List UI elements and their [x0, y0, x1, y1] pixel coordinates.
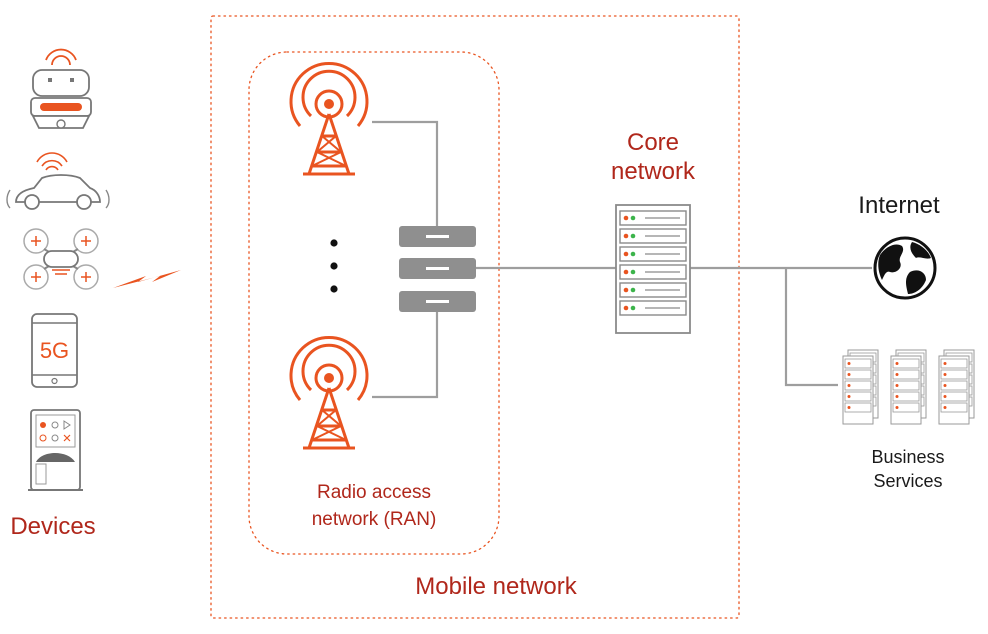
aggregation-switch-icon — [399, 226, 476, 312]
ran-boundary — [248, 51, 500, 555]
business-services-label: Business Services — [848, 445, 968, 493]
ellipsis-dots — [330, 239, 338, 293]
phone-5g-label: 5G — [39, 338, 70, 363]
mobile-network-boundary — [210, 15, 740, 619]
internet-label: Internet — [858, 192, 940, 219]
server-cluster-icon — [842, 349, 975, 425]
ran-label-line2: network (RAN) — [311, 509, 437, 530]
business-label-line1: Business — [871, 447, 945, 467]
ran-label-line1: Radio access — [316, 482, 432, 503]
robot-icon — [30, 48, 92, 129]
radio-tower-icon — [289, 335, 369, 450]
core-network-label: Core network — [583, 128, 723, 186]
ran-label: Radio access network (RAN) — [279, 479, 469, 533]
connection-lines — [372, 120, 872, 399]
globe-icon — [873, 236, 937, 300]
business-label-line2: Services — [873, 471, 943, 491]
lightning-bolt-icon — [113, 270, 181, 288]
mobile-network-label: Mobile network — [415, 573, 577, 600]
drone-icon — [23, 228, 99, 290]
radio-tower-icon — [289, 61, 369, 176]
connected-car-icon — [6, 152, 110, 210]
core-label-line1: Core — [626, 129, 680, 156]
core-label-line2: network — [610, 158, 696, 185]
core-server-rack-icon — [615, 204, 691, 334]
kiosk-icon — [28, 409, 83, 491]
smartphone-icon — [31, 313, 78, 388]
devices-label: Devices — [10, 513, 96, 540]
